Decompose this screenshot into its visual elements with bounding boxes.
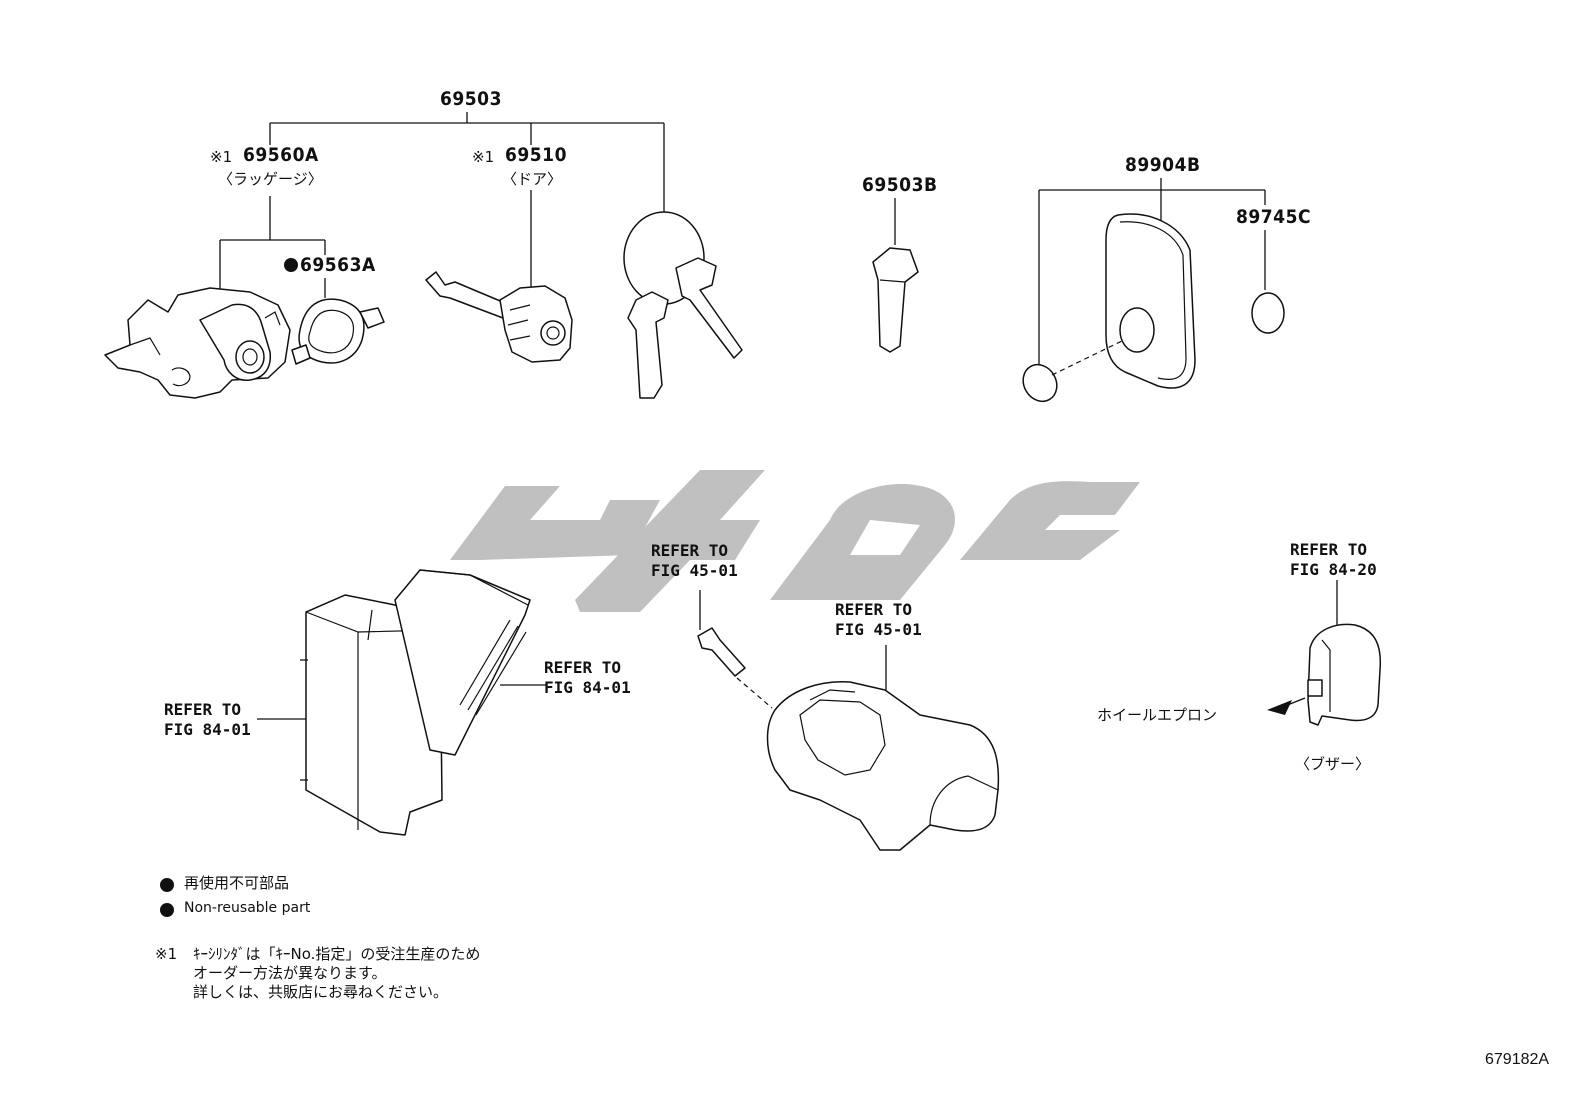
legend-dot-icon-en xyxy=(160,903,174,917)
label-69563a: 69563A xyxy=(300,254,376,276)
legend-non-reusable-en: Non-reusable part xyxy=(184,900,311,916)
door-lock-cylinder xyxy=(425,271,573,363)
label-69503b: 69503B xyxy=(862,174,938,196)
logo-watermark xyxy=(450,470,1140,612)
non-reusable-dot-icon xyxy=(284,258,298,272)
footnote-text: ｷｰｼﾘﾝﾀﾞは「ｷｰNo.指定」の受注生産のため オーダー方法が異なります。 … xyxy=(193,945,481,1001)
label-door: 〈ドア〉 xyxy=(502,170,563,188)
refer-fig-45-01-cover: REFER TO FIG 45-01 xyxy=(835,600,922,639)
antenna-bolt xyxy=(697,590,773,709)
mark-69560a: ※1 xyxy=(210,148,233,166)
steering-column-cover xyxy=(766,645,1000,851)
label-wheel-apron: ホイールエプロン xyxy=(1097,706,1218,724)
smart-key xyxy=(1022,213,1285,403)
gasket-69563a xyxy=(291,298,385,365)
leader-ecu xyxy=(257,684,547,720)
label-luggage: 〈ラッゲージ〉 xyxy=(218,170,323,188)
mark-69510: ※1 xyxy=(472,148,495,166)
label-69510: 69510 xyxy=(505,144,567,166)
luggage-lock-cylinder xyxy=(104,287,291,399)
footnote-mark: ※1 xyxy=(155,945,178,963)
label-69503: 69503 xyxy=(440,88,502,110)
body-ecu xyxy=(300,569,531,836)
label-89745c: 89745C xyxy=(1236,206,1312,228)
refer-fig-84-01-right: REFER TO FIG 84-01 xyxy=(544,658,631,697)
refer-fig-45-01-antenna: REFER TO FIG 45-01 xyxy=(651,541,738,580)
refer-fig-84-20: REFER TO FIG 84-20 xyxy=(1290,540,1377,579)
buzzer xyxy=(1267,580,1382,726)
label-69560a: 69560A xyxy=(243,144,319,166)
leader-lines-69503 xyxy=(219,112,1266,365)
emergency-key xyxy=(872,247,919,353)
drawing-code: 679182A xyxy=(1485,1051,1550,1068)
label-89904b: 89904B xyxy=(1125,154,1201,176)
refer-fig-84-01-left: REFER TO FIG 84-01 xyxy=(164,700,251,739)
label-buzzer: 〈ブザー〉 xyxy=(1295,755,1371,773)
legend-non-reusable-jp: 再使用不可部品 xyxy=(184,874,290,892)
legend-dot-icon-jp xyxy=(160,878,174,892)
main-key-set xyxy=(623,211,743,399)
